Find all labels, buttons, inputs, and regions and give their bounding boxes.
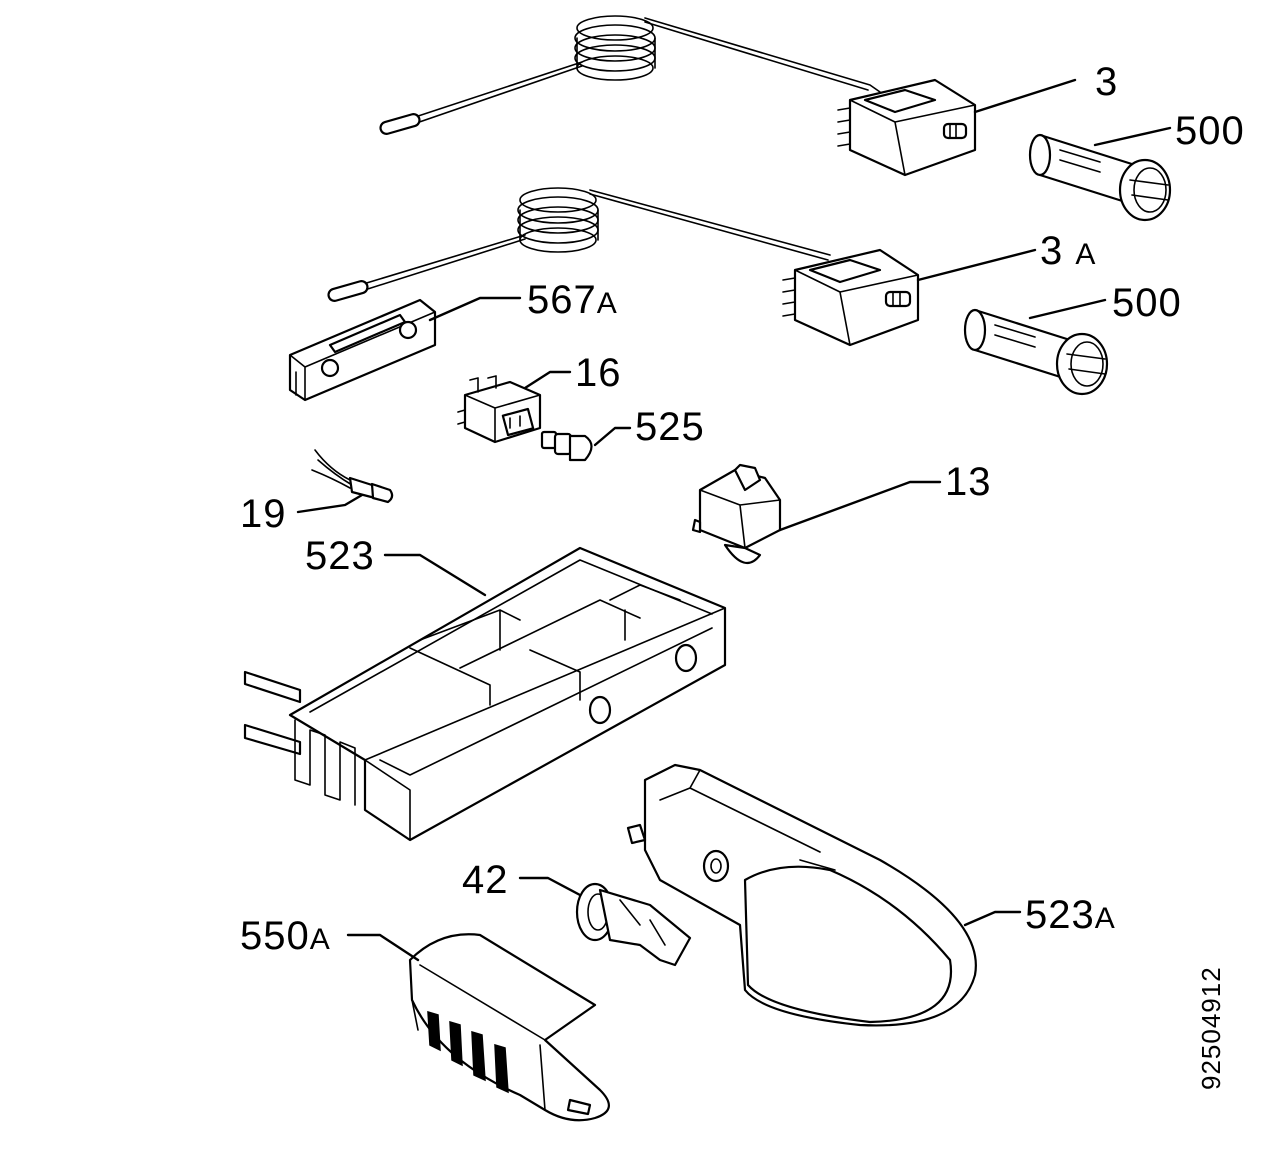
label-part-523a-num: 523 <box>1025 893 1095 937</box>
label-part-567a: 567A <box>527 280 617 324</box>
label-part-550a: 550A <box>240 916 330 960</box>
capillary-tube-3 <box>644 17 881 93</box>
label-part-525: 525 <box>635 407 705 447</box>
label-part-3-num: 3 <box>1095 60 1119 104</box>
label-part-500-top-num: 500 <box>1175 109 1245 153</box>
sensor-tube-3 <box>399 61 583 129</box>
capillary-coil-3 <box>574 15 656 81</box>
label-part-550a-num: 550 <box>240 914 310 958</box>
sensor-19 <box>296 449 394 514</box>
label-part-523: 523 <box>305 536 375 576</box>
label-part-13-num: 13 <box>945 460 992 504</box>
socket-42 <box>518 876 692 967</box>
label-part-3a-suffix: A <box>1075 238 1096 271</box>
capillary-tube-3a <box>589 189 831 261</box>
knob-500-top <box>1028 126 1172 222</box>
sensor-probe-3a <box>327 280 369 302</box>
label-part-523-num: 523 <box>305 534 375 578</box>
label-part-567a-num: 567 <box>527 278 597 322</box>
label-part-550a-suffix: A <box>309 923 330 956</box>
document-number: 92504912 <box>1196 966 1226 1090</box>
housing-523 <box>243 546 727 842</box>
bulb-525 <box>540 426 632 462</box>
label-part-16: 16 <box>575 353 622 393</box>
label-part-42-num: 42 <box>462 858 509 902</box>
lamp-holder-13 <box>691 463 942 565</box>
leader-3 <box>973 78 1077 114</box>
label-part-13: 13 <box>945 462 992 502</box>
label-part-16-num: 16 <box>575 351 622 395</box>
label-part-3: 3 <box>1095 62 1118 106</box>
sensor-tube-3a <box>349 234 526 295</box>
thermostat-3-assembly <box>379 15 1077 177</box>
leader-3a <box>916 248 1037 282</box>
label-part-500-second-num: 500 <box>1112 281 1182 325</box>
thermostat-body-3a <box>782 248 920 347</box>
label-part-500-top: 500 <box>1175 111 1245 151</box>
thermostat-body-3 <box>837 78 977 177</box>
label-part-523a-suffix: A <box>1094 902 1115 935</box>
capillary-coil-3a <box>517 187 599 253</box>
sensor-probe-3 <box>379 113 421 135</box>
label-part-567a-suffix: A <box>596 287 617 320</box>
switch-16 <box>457 370 572 444</box>
label-part-3a: 3 A <box>1040 231 1095 275</box>
label-part-525-num: 525 <box>635 405 705 449</box>
label-part-19-num: 19 <box>240 492 287 536</box>
label-part-19: 19 <box>240 494 287 534</box>
cover-523a <box>626 763 1022 1027</box>
cover-550a <box>346 933 610 1122</box>
label-part-3a-num: 3 <box>1040 229 1064 273</box>
label-part-42: 42 <box>462 860 509 900</box>
knob-500-second <box>963 298 1109 396</box>
bracket-567a <box>288 296 522 402</box>
label-part-500-second: 500 <box>1112 283 1182 323</box>
label-part-523a: 523A <box>1025 895 1115 939</box>
thermostat-3a-assembly <box>327 187 1037 347</box>
